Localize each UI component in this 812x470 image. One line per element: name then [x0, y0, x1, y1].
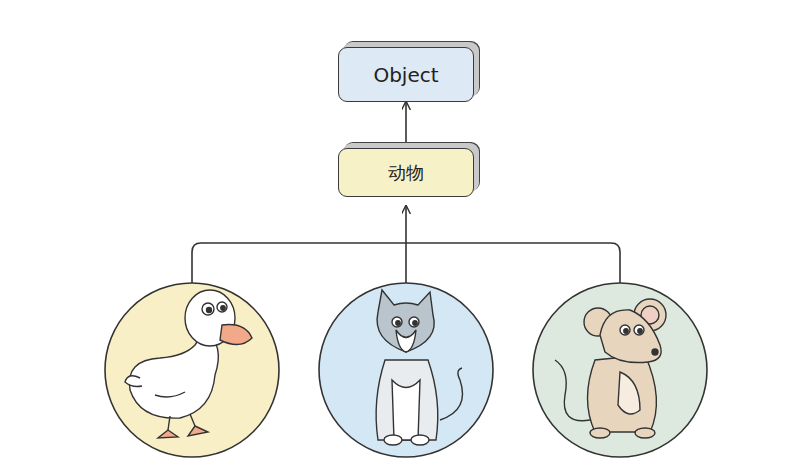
inherit-arrow — [405, 102, 407, 148]
class-box: 动物 — [338, 148, 474, 197]
cat-picture — [319, 283, 493, 457]
mouse-picture — [533, 283, 707, 457]
duck-picture — [105, 283, 279, 457]
box-label: 动物 — [388, 161, 424, 185]
class-box: Object — [338, 47, 474, 102]
merge-lines — [192, 206, 620, 283]
box-label: Object — [373, 63, 438, 87]
